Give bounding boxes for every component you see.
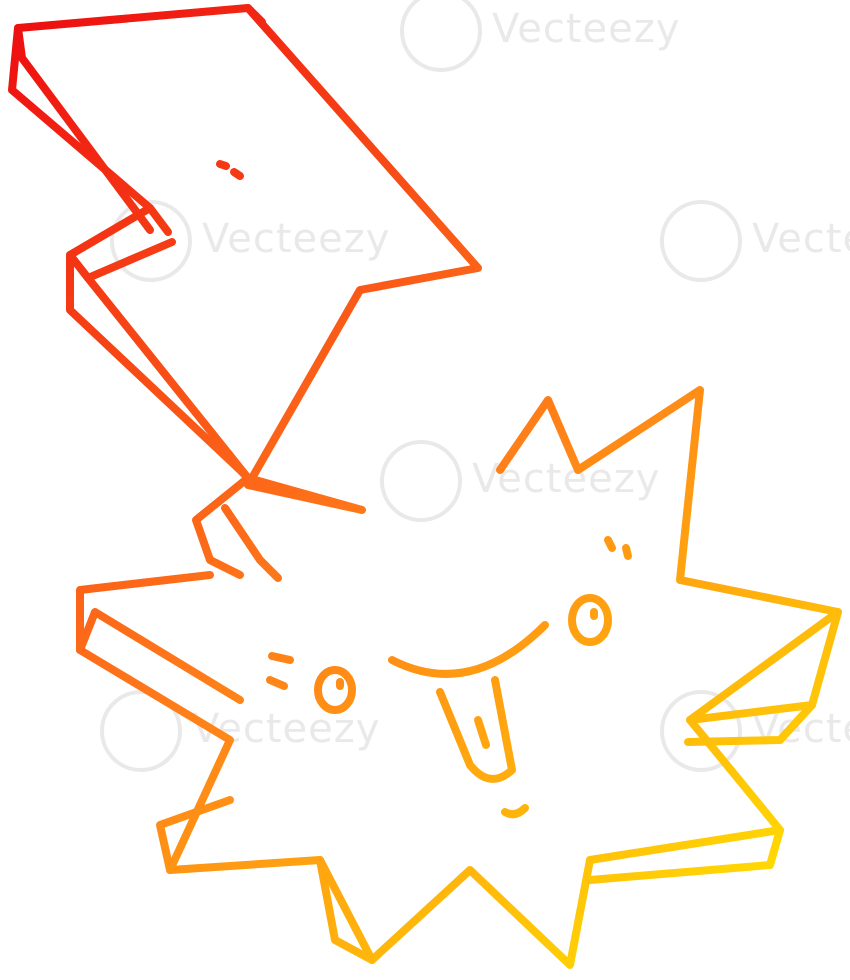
- watermark-logo-icon: [380, 440, 462, 522]
- watermark: Vecteezy: [110, 200, 390, 282]
- watermark-logo-icon: [110, 200, 192, 282]
- tongue-icon: [436, 676, 516, 783]
- watermark-text: Vecteezy: [202, 216, 391, 262]
- watermark: Vecteezy: [380, 440, 660, 522]
- lightning-bolt-icon: [8, 4, 482, 582]
- watermark: Vecteezy: [660, 200, 850, 282]
- watermark: Vecteezy: [100, 690, 380, 772]
- watermark-logo-icon: [100, 690, 182, 772]
- right-eye-icon: [568, 594, 612, 646]
- watermark-text: Vecteezy: [192, 706, 381, 752]
- star-face: [266, 536, 632, 819]
- explosion-star-icon: [76, 386, 842, 969]
- watermark-logo-icon: [660, 690, 742, 772]
- mouth-icon: [388, 621, 549, 678]
- left-eye-icon: [314, 666, 356, 714]
- watermark-logo-icon: [660, 200, 742, 282]
- watermark: Vecteezy: [400, 0, 680, 72]
- watermark-text: Vecteezy: [492, 6, 681, 52]
- watermark-text: Vecteezy: [752, 216, 850, 262]
- watermark-logo-icon: [400, 0, 482, 72]
